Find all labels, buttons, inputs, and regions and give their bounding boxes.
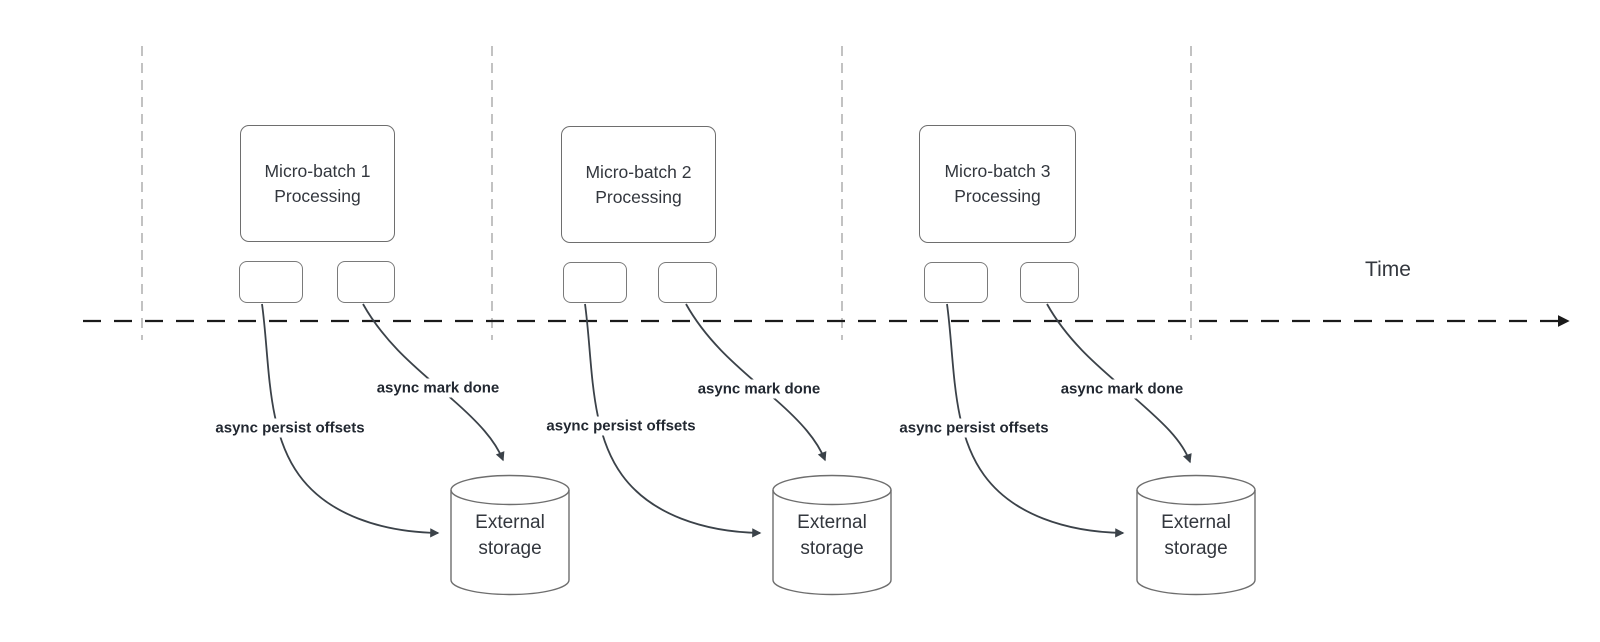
- processing-box-3: Micro-batch 3 Processing: [919, 125, 1076, 243]
- storage-cylinder-1: [450, 474, 570, 596]
- mark-done-label-2: async mark done: [694, 379, 824, 399]
- mark-done-label-3: async mark done: [1057, 379, 1187, 399]
- storage-cylinder-3: [1136, 474, 1256, 596]
- persist-offsets-arrow-1: [261, 303, 440, 538]
- mark-done-label-1: async mark done: [373, 378, 503, 398]
- persist-offsets-arrow-2: [584, 303, 762, 538]
- persist-offsets-label-2: async persist offsets: [543, 416, 699, 436]
- markdone-task-box-1: [337, 261, 395, 303]
- time-axis-label: Time: [1365, 258, 1411, 281]
- persist-offsets-arrow-3: [946, 303, 1125, 538]
- storage-cylinder-2: [772, 474, 892, 596]
- offset-task-box-1: [239, 261, 303, 303]
- offset-task-box-2: [563, 262, 627, 303]
- mark-done-arrow-3: [1046, 303, 1192, 464]
- persist-offsets-label-3: async persist offsets: [896, 418, 1052, 438]
- markdone-task-box-3: [1020, 262, 1079, 303]
- processing-box-1: Micro-batch 1 Processing: [240, 125, 395, 242]
- offset-task-box-3: [924, 262, 988, 303]
- storage-label-3: External storage: [1161, 512, 1231, 559]
- storage-label-1: External storage: [475, 512, 545, 559]
- processing-box-2: Micro-batch 2 Processing: [561, 126, 716, 243]
- storage-label-2: External storage: [797, 512, 867, 559]
- persist-offsets-label-1: async persist offsets: [212, 418, 368, 438]
- markdone-task-box-2: [658, 262, 717, 303]
